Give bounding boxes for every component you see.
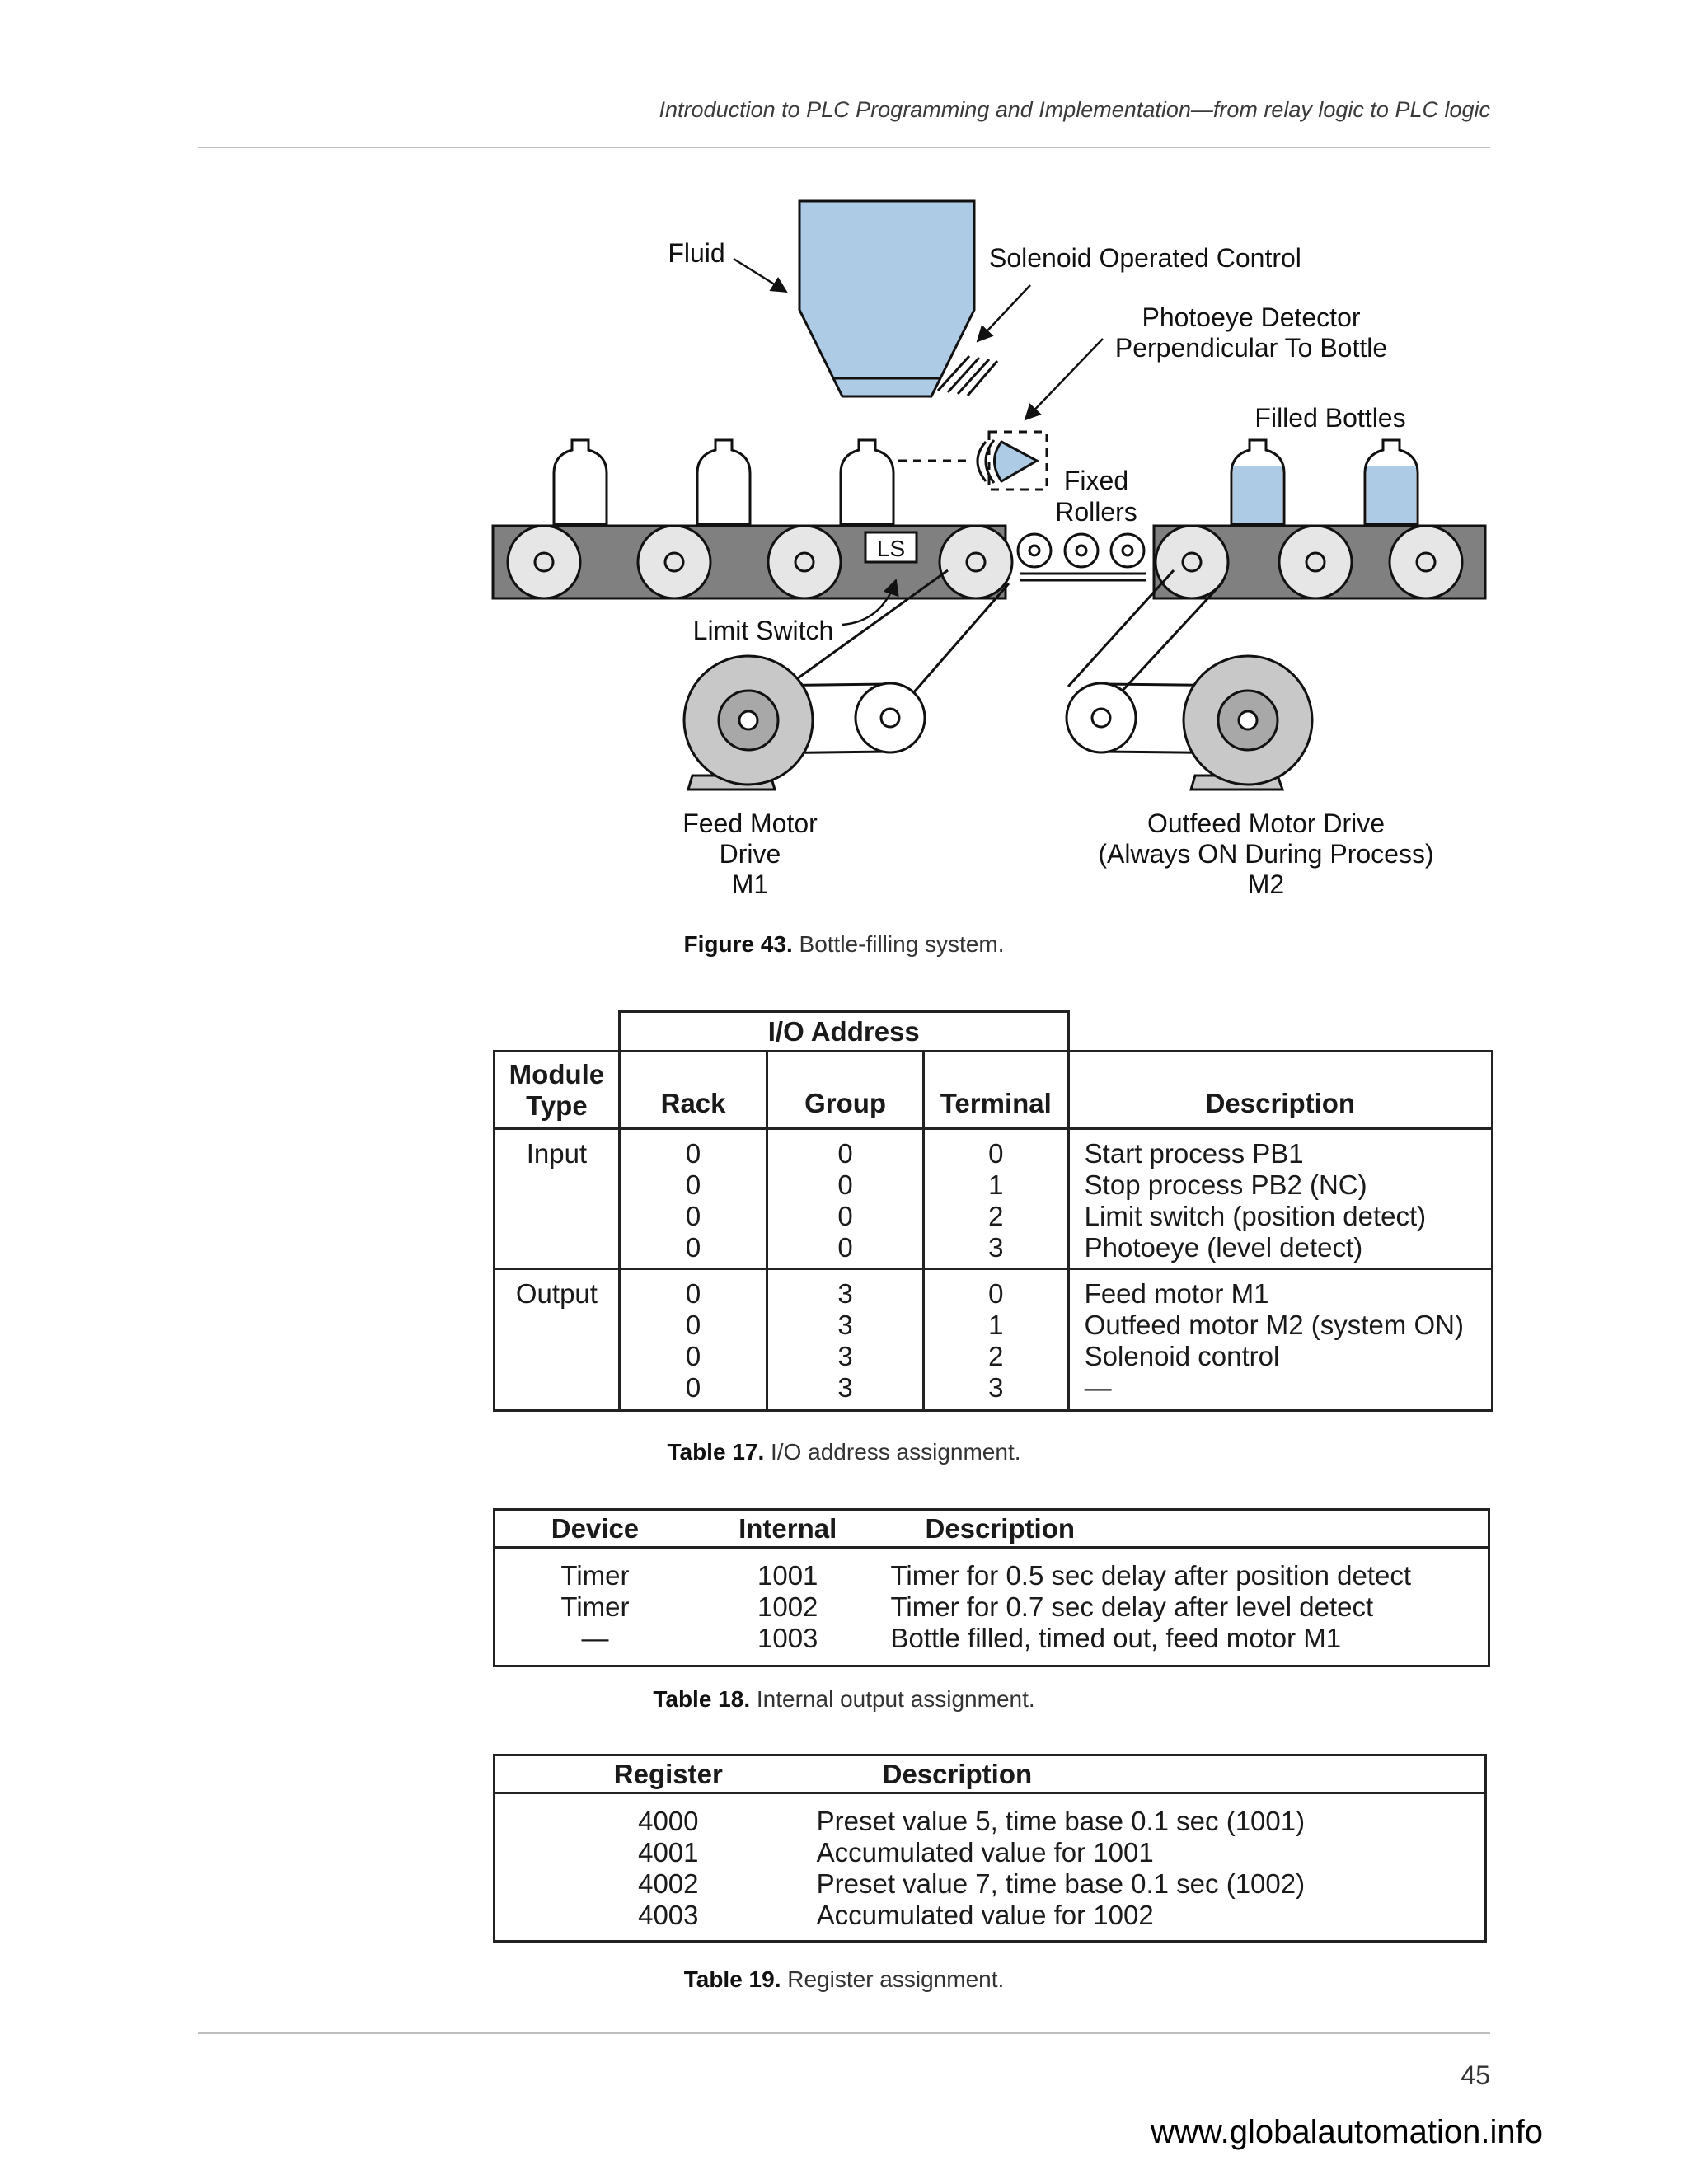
empty-bottles (552, 438, 895, 526)
label-feed-1: Feed Motor (682, 808, 818, 838)
io-address-header: I/O Address (617, 1010, 1070, 1052)
module-type-input: Input (493, 1127, 621, 1270)
photoeye-sensor (898, 430, 1048, 491)
figure-caption-text: Bottle-filling system. (799, 931, 1005, 957)
col-device: Device (492, 1508, 695, 1549)
filled-bottles (1230, 438, 1419, 526)
label-photoeye-2: Perpendicular To Bottle (1115, 333, 1387, 363)
label-solenoid: Solenoid Operated Control (989, 243, 1301, 273)
solenoid-valve (936, 354, 999, 396)
label-filled-bottles: Filled Bottles (1254, 403, 1405, 433)
table19-caption-text: Register assignment. (787, 1966, 1005, 1992)
figure-caption-label: Figure 43. (683, 931, 793, 957)
label-fixed-2: Rollers (1055, 497, 1137, 527)
table19-caption-label: Table 19. (683, 1966, 781, 1992)
table18-caption-text: Internal output assignment. (756, 1686, 1035, 1712)
label-photoeye-1: Photoeye Detector (1142, 302, 1360, 332)
fluid-hopper (798, 199, 976, 398)
col-rack: Rack (617, 1050, 769, 1130)
header-rule (198, 147, 1490, 148)
label-outfeed-1: Outfeed Motor Drive (1147, 808, 1385, 838)
t18-description-cell: Timer for 0.5 sec delay after position d… (880, 1546, 1490, 1667)
col-terminal: Terminal (921, 1050, 1070, 1130)
label-fixed-1: Fixed (1064, 466, 1128, 495)
label-outfeed-2: (Always ON During Process) (1098, 839, 1433, 869)
table17-caption: Table 17. I/O address assignment. (0, 1439, 1688, 1465)
watermark-url: www.globalautomation.info (1151, 2114, 1543, 2150)
outfeed-motor-m2 (1065, 569, 1314, 791)
label-feed-2: Drive (720, 839, 781, 869)
col-description: Description (1067, 1050, 1494, 1130)
feed-motor-m1 (682, 569, 1010, 791)
t19-description-cell: Preset value 5, time base 0.1 sec (1001)… (816, 1792, 1487, 1943)
col-module-type: Module Type (493, 1050, 621, 1130)
col-register: Register (492, 1754, 817, 1794)
outfeed-conveyor (1152, 524, 1487, 600)
leader-arrows (733, 257, 1104, 626)
col-internal: Internal (694, 1508, 881, 1549)
infeed-conveyor (491, 524, 1014, 600)
running-title: Introduction to PLC Programming and Impl… (659, 97, 1490, 122)
label-limit-switch: Limit Switch (693, 616, 834, 645)
footer-rule (198, 2032, 1490, 2034)
figure-caption: Figure 43. Bottle-filling system. (0, 931, 1688, 958)
label-feed-3: M1 (732, 869, 768, 899)
col-t19-description: Description (816, 1754, 1487, 1794)
label-fluid: Fluid (668, 238, 724, 268)
col-t18-description: Description (880, 1508, 1490, 1549)
io-address-table: I/O Address Module Type Rack Group Termi… (493, 1010, 1494, 1412)
bottle-filling-diagram: LS (491, 199, 1487, 899)
col-group: Group (766, 1050, 925, 1130)
table18-caption: Table 18. Internal output assignment. (0, 1686, 1688, 1713)
fixed-rollers (1016, 532, 1146, 582)
label-outfeed-3: M2 (1248, 869, 1284, 899)
table17-caption-text: I/O address assignment. (771, 1439, 1021, 1465)
limit-switch-tag: LS (877, 536, 905, 561)
module-type-output: Output (493, 1268, 621, 1412)
table17-caption-label: Table 17. (667, 1439, 765, 1465)
page-number: 45 (1461, 2060, 1490, 2090)
table18-caption-label: Table 18. (653, 1686, 751, 1712)
table19-caption: Table 19. Register assignment. (0, 1966, 1688, 1993)
